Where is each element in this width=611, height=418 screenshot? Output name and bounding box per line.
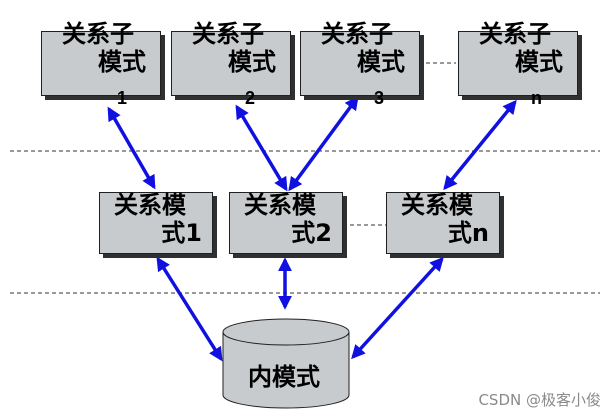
relation-submode-box-2: 关系子 模式 [171, 20, 291, 96]
box-label-line2: 模式 [515, 48, 563, 76]
watermark-text: CSDN @极客小俊 [478, 391, 601, 409]
submode-number-3: 3 [374, 88, 385, 108]
arrow-sub2-mode2 [235, 104, 288, 192]
arrow-sub3-mode2 [288, 95, 359, 192]
box-label-line1: 关系子 [62, 20, 134, 48]
submode-number-n: n [531, 88, 542, 108]
arrow-subn-moden [443, 99, 517, 191]
box-label-line1: 关系模 [401, 191, 473, 219]
submode-number-1: 1 [117, 88, 128, 108]
box-label-line2: 式1 [161, 219, 202, 247]
box-label-line1: 关系模 [114, 191, 186, 219]
box-label-line1: 关系子 [321, 20, 393, 48]
box-label-line2: 式n [447, 219, 489, 247]
relation-submode-box-3: 关系子 模式 [300, 20, 420, 96]
relation-mode-box-2: 关系模 式2 [229, 191, 343, 254]
box-label-line1: 关系模 [244, 191, 316, 219]
internal-mode-label: 内模式 [248, 363, 320, 391]
relation-mode-box-1: 关系模 式1 [99, 191, 213, 254]
relation-submode-box-n: 关系子 模式 [458, 20, 578, 96]
relation-mode-box-n: 关系模 式n [386, 191, 500, 254]
arrow-moden-internal [351, 256, 444, 360]
box-label-line2: 模式 [357, 48, 405, 76]
arrow-mode1-internal [156, 256, 223, 362]
relation-submode-box-1: 关系子 模式 [41, 20, 161, 96]
box-label-line2: 模式 [228, 48, 276, 76]
internal-mode-cylinder [222, 318, 350, 409]
submode-number-2: 2 [245, 88, 256, 108]
box-label-line1: 关系子 [192, 20, 264, 48]
box-label-line2: 式2 [291, 219, 332, 247]
arrow-sub1-mode1 [107, 106, 156, 190]
box-label-line2: 模式 [98, 48, 146, 76]
box-label-line1: 关系子 [479, 20, 551, 48]
